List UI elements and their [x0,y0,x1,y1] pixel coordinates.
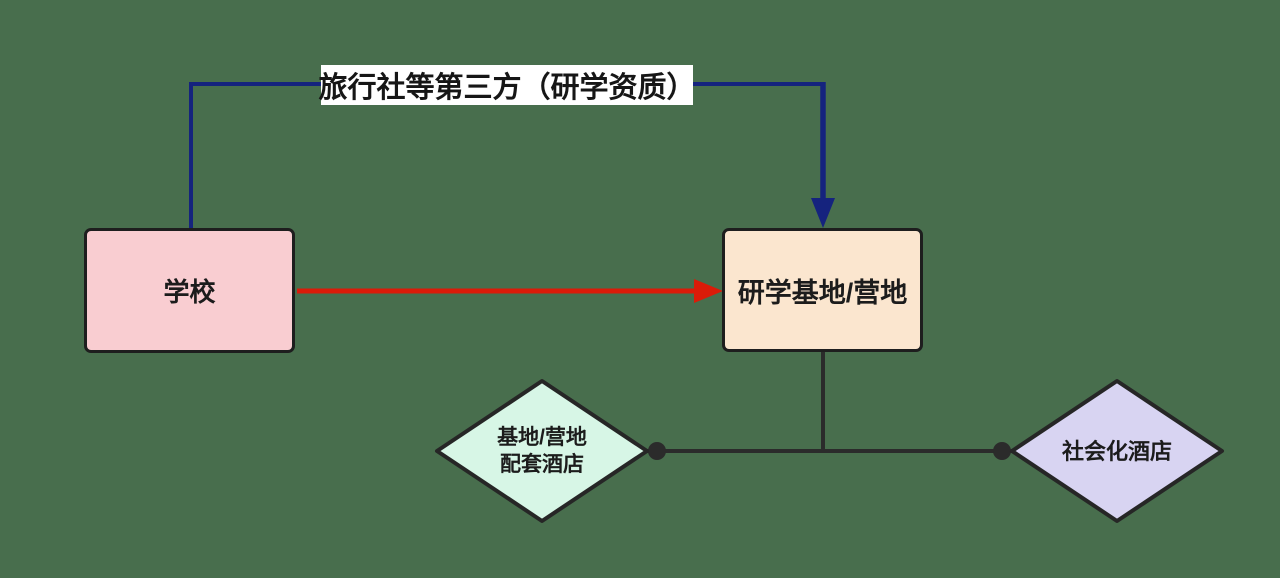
junction-dot-left [648,442,666,460]
study-base-node-label: 研学基地/营地 [737,277,908,308]
junction-dot-right [993,442,1011,460]
third-party-edge-label: 旅行社等第三方（研学资质） [318,65,696,105]
social-hotel-diamond-shape [1010,379,1224,523]
school-node-label: 学校 [163,277,216,307]
study-base-node: 研学基地/营地 [722,228,923,352]
base-hotel-diamond-shape [435,379,649,523]
third-party-edge-label-text: 旅行社等第三方（研学资质） [318,72,696,104]
blue-arrowhead-down-icon [811,198,835,228]
school-node: 学校 [84,228,295,353]
red-arrowhead-right-icon [694,279,723,303]
